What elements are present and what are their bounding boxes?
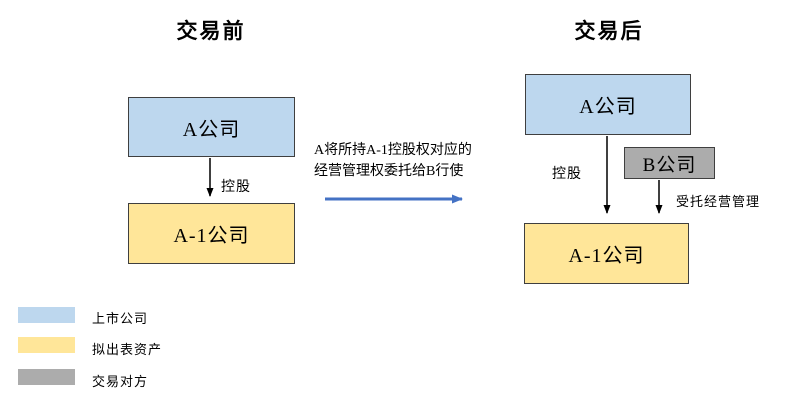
legend-swatch-counterparty — [18, 369, 75, 385]
transition-description-line1: A将所持A-1控股权对应的 — [314, 143, 472, 158]
edge-label-control-before: 控股 — [221, 180, 251, 195]
legend-swatch-listed-company — [18, 307, 75, 323]
node-company-a1-before: A-1公司 — [128, 203, 295, 264]
transition-description: A将所持A-1控股权对应的 经营管理权委托给B行使 — [314, 140, 510, 182]
legend-swatch-deconsolidated-asset — [18, 337, 75, 353]
transition-description-line2: 经营管理权委托给B行使 — [314, 164, 464, 179]
node-company-b-after: B公司 — [624, 147, 715, 179]
legend-label-listed-company: 上市公司 — [92, 311, 149, 326]
node-company-a-after: A公司 — [525, 74, 691, 135]
title-before-transaction: 交易前 — [176, 19, 246, 43]
edge-label-control-after: 控股 — [552, 167, 582, 182]
node-company-a-before: A公司 — [128, 97, 295, 157]
node-company-a1-after: A-1公司 — [524, 223, 689, 284]
legend-label-counterparty: 交易对方 — [92, 374, 149, 389]
title-after-transaction: 交易后 — [574, 19, 644, 43]
edge-label-entrust-after: 受托经营管理 — [676, 194, 761, 209]
legend-label-deconsolidated-asset: 拟出表资产 — [92, 342, 163, 357]
